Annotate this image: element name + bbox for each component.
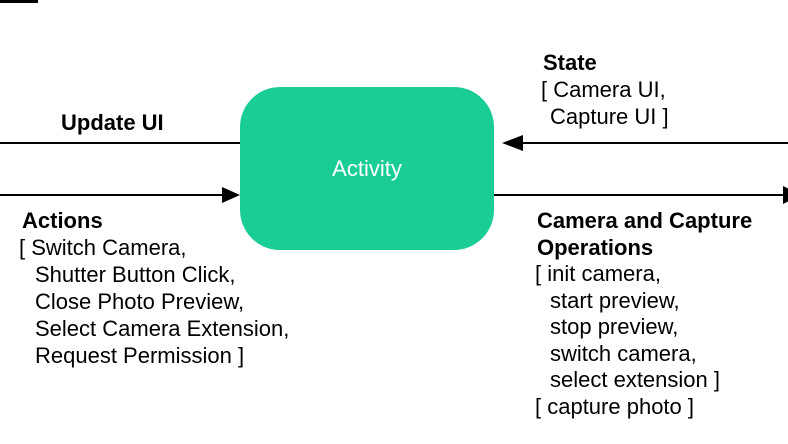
activity-node-label: Activity (332, 155, 402, 181)
actions-title: Actions (22, 208, 103, 233)
actions-line: Close Photo Preview, (35, 289, 245, 314)
actions-line: [ Switch Camera, (19, 235, 187, 260)
camera-ops-title-line2: Operations (537, 234, 654, 260)
camera-ops-line: [ init camera, (535, 261, 661, 286)
top-left-crop-mark (0, 0, 38, 3)
update-ui-label: Update UI (61, 110, 164, 135)
camera-ops-line: start preview, (550, 287, 680, 313)
state-line: Capture UI ] (550, 104, 669, 129)
camera-ops-block: Camera and Capture Operations [ init cam… (535, 208, 752, 420)
state-arrowhead-icon (502, 135, 523, 151)
actions-line: Shutter Button Click, (35, 262, 236, 287)
camera-ops-arrowhead-icon (783, 186, 788, 204)
camera-ops-line: switch camera, (550, 340, 697, 366)
actions-line: Select Camera Extension, (35, 316, 290, 341)
camera-ops-title-line1: Camera and Capture (537, 208, 753, 233)
actions-block: Actions [ Switch Camera, Shutter Button … (19, 207, 289, 369)
activity-node: Activity (240, 87, 494, 250)
camera-ops-line: stop preview, (550, 314, 679, 339)
camera-ops-arrow-line (494, 194, 784, 196)
state-line: [ Camera UI, (541, 77, 666, 102)
update-ui-arrow-line (0, 142, 240, 144)
actions-arrow-line (0, 194, 223, 196)
state-title: State (543, 50, 597, 75)
state-block: State [ Camera UI, Capture UI ] (541, 49, 669, 130)
actions-arrowhead-icon (222, 187, 240, 203)
camera-ops-line: select extension ] (550, 367, 720, 392)
state-arrow-line (521, 142, 788, 144)
actions-line: Request Permission ] (35, 343, 245, 368)
camera-ops-line: [ capture photo ] (535, 393, 694, 419)
